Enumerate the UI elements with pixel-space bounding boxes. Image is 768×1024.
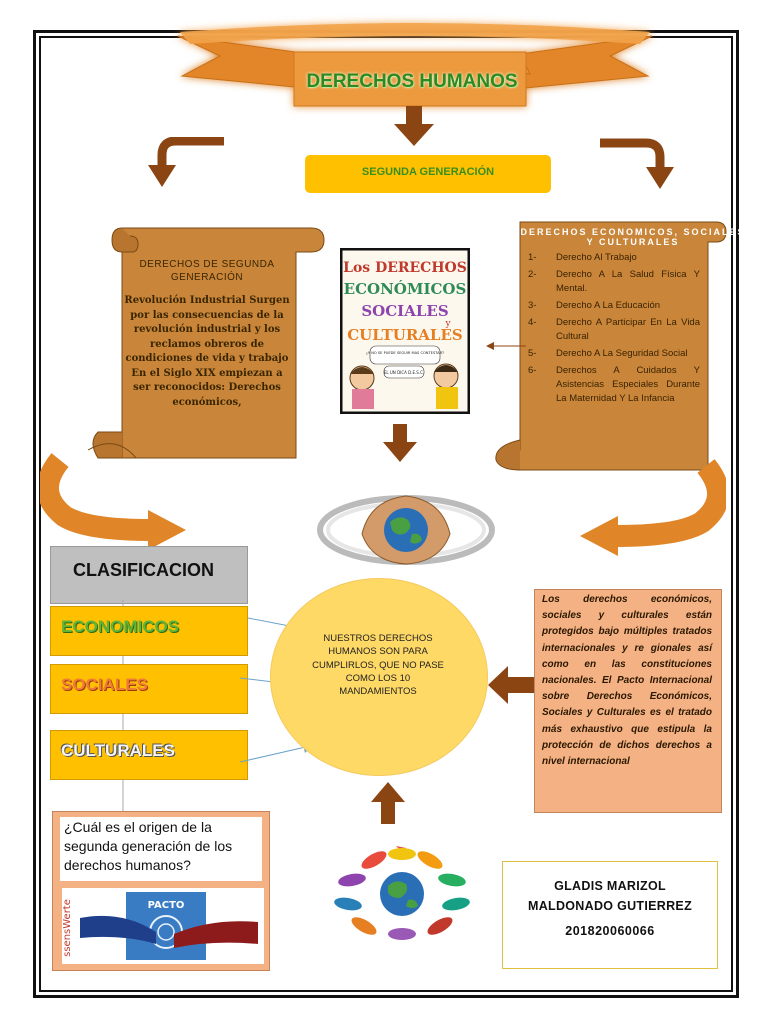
author-box: GLADIS MARIZOL MALDONADO GUTIERREZ 20182… [502, 861, 718, 969]
book-line4: y [444, 319, 451, 329]
book-cover-image: Los DERECHOS ECONÓMICOS SOCIALES y CULTU… [340, 248, 470, 414]
pacto-image: ssensWerte PACTO [62, 888, 264, 964]
list-item: 1-Derecho Al Trabajo [528, 252, 637, 263]
segunda-generacion-box: SEGUNDA GENERACIÓN [305, 155, 551, 193]
pacto-label: PACTO [148, 900, 185, 911]
hands-globe-image [334, 846, 470, 940]
right-scroll [495, 221, 727, 471]
author-name-line1: GLADIS MARIZOL [554, 879, 666, 893]
curved-arrow-right-lower-icon [580, 459, 726, 556]
book-bubble1: ¿Y NO SE PUEDE SEGUIR MAS CONTESTAR? [366, 351, 444, 355]
down-arrow-icon [394, 106, 434, 146]
author-name: GLADIS MARIZOL MALDONADO GUTIERREZ [503, 876, 717, 916]
list-item: 2-Derecho A La Salud Física Y Mental. [528, 269, 700, 295]
curved-arrow-right-icon [600, 138, 674, 189]
question-inner [60, 817, 262, 881]
up-arrow-icon [371, 782, 405, 824]
left-arrow-icon [488, 666, 534, 704]
left-scroll-subtitle: DERECHOS DE SEGUNDA GENERACIÓN [139, 259, 275, 283]
left-scroll-body: Revolución Industrial Surgen por las con… [124, 295, 290, 408]
eye-globe-image [317, 495, 495, 565]
author-id: 201820060066 [565, 924, 655, 938]
left-scroll-content: DERECHOS DE SEGUNDA GENERACIÓN Revolució… [124, 258, 290, 410]
down-arrow-icon [383, 424, 417, 462]
category-culturales: CULTURALES [50, 730, 248, 780]
central-circle-text: NUESTROS DERECHOS HUMANOS SON PARA CUMPL… [312, 633, 444, 698]
curved-arrow-left-lower-icon [40, 453, 186, 550]
question-text: ¿Cuál es el origen de la segunda generac… [64, 819, 233, 873]
book-bubble2: EL UN DICA D.E.S.C. [384, 370, 424, 375]
left-scroll [87, 227, 325, 459]
connector-arrow-icon [486, 342, 526, 350]
list-item: 5-Derecho A La Seguridad Social [528, 348, 688, 360]
info-box [534, 589, 722, 813]
rights-list: 1-Derecho Al Trabajo 2-Derecho A La Salu… [524, 251, 700, 409]
book-line1: Los DERECHOS [343, 260, 467, 276]
info-box-text: Los derechos económicos, sociales y cult… [542, 594, 712, 767]
author-name-line2: MALDONADO GUTIERREZ [527, 899, 693, 913]
list-item: 6-Derechos A Cuidados Y Asistencias Espe… [528, 365, 700, 405]
central-circle [270, 578, 488, 776]
right-scroll-heading: DERECHOS ECONOMICOS, SOCIALES Y CULTURAL… [520, 227, 746, 247]
category-economicos: ECONOMICOS [50, 606, 248, 656]
page-title: DERECHOS HUMANOS [306, 71, 518, 92]
category-sociales: SOCIALES [50, 664, 248, 714]
list-item: 4-Derecho A Participar En La Vida Cultur… [528, 317, 700, 343]
book-line2: ECONÓMICOS [344, 280, 467, 298]
book-line3: SOCIALES [361, 302, 448, 320]
book-line5: CULTURALES [347, 326, 463, 344]
curved-arrow-left-icon [148, 137, 224, 187]
list-item: 3-Derecho A La Educación [528, 300, 661, 312]
clasificacion-label: CLASIFICACION [50, 546, 248, 604]
pacto-side-text: ssensWerte [62, 899, 73, 957]
